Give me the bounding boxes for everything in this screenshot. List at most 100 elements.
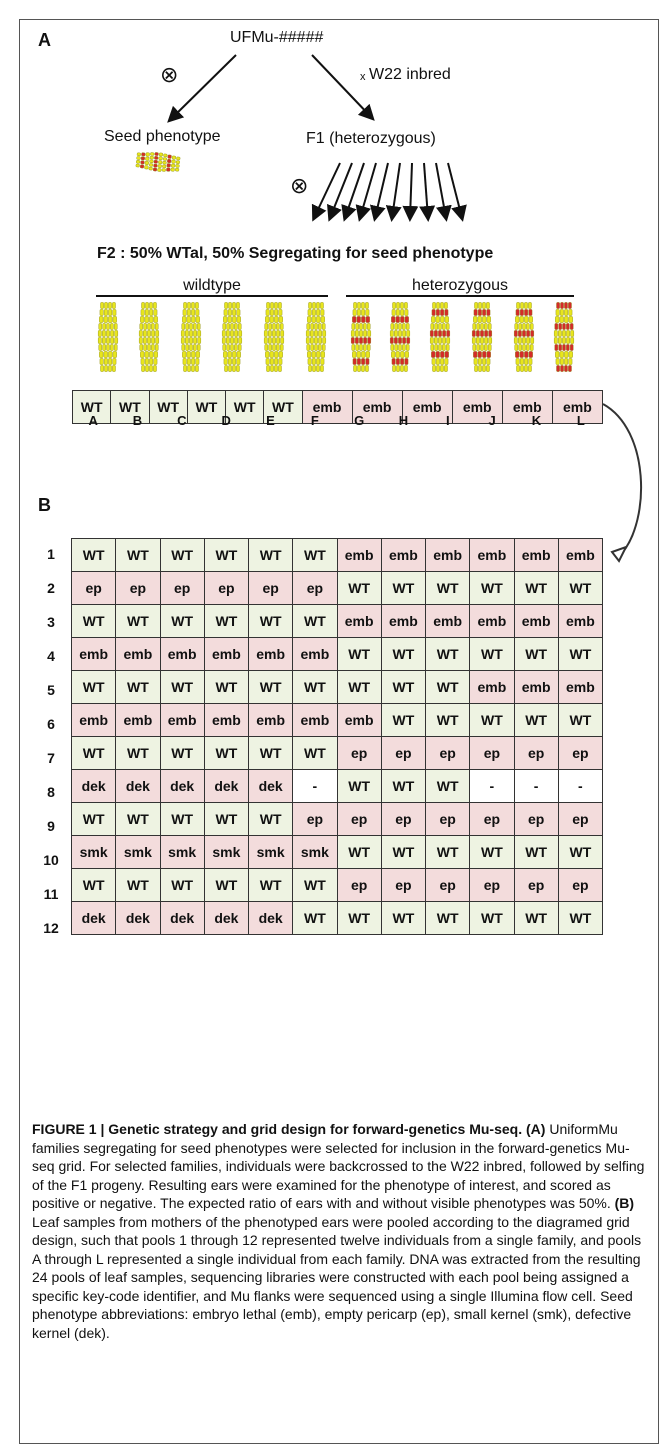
grid-cell: WT xyxy=(203,736,250,770)
kernel xyxy=(149,358,154,365)
grid-cell: WT xyxy=(247,538,294,572)
kernel xyxy=(435,358,440,365)
heterozygous-group-label: heterozygous xyxy=(411,277,509,294)
row-header: 3 xyxy=(47,614,55,630)
kernel xyxy=(223,351,228,358)
grid-cell: emb xyxy=(513,538,559,572)
strip-cell: emb xyxy=(551,390,604,424)
kernel xyxy=(149,316,154,323)
kernel xyxy=(404,309,409,316)
kernel xyxy=(440,365,444,372)
kernel xyxy=(166,167,171,172)
kernel xyxy=(363,337,367,344)
grid-cell: WT xyxy=(70,670,117,704)
kernel xyxy=(314,330,318,337)
grid-cell: ep xyxy=(292,802,338,836)
row-header: 9 xyxy=(47,818,55,834)
kernel xyxy=(318,330,322,337)
kernel xyxy=(113,344,118,351)
grid-cell: WT xyxy=(292,538,338,572)
kernel xyxy=(524,309,529,316)
kernel xyxy=(320,351,325,358)
kernel xyxy=(278,309,283,316)
kernel xyxy=(564,302,568,309)
kernel xyxy=(153,163,158,168)
grid-cell: emb xyxy=(557,604,604,638)
wildtype-ear xyxy=(97,302,119,372)
kernel xyxy=(480,344,484,351)
kernel xyxy=(232,351,237,358)
column-header: J xyxy=(488,413,496,428)
grid-cell: WT xyxy=(513,835,559,869)
kernel xyxy=(570,330,575,337)
column-header: K xyxy=(531,413,542,428)
kernel xyxy=(473,309,478,316)
kernel xyxy=(110,337,114,344)
kernel xyxy=(280,337,285,344)
wildtype-group-line xyxy=(96,295,328,297)
kernel xyxy=(516,302,520,309)
kernel xyxy=(445,323,450,330)
kernel xyxy=(145,302,149,309)
kernel xyxy=(234,323,238,330)
kernel xyxy=(444,358,449,365)
grid-cell: ep xyxy=(159,571,205,605)
grid-cell: WT xyxy=(70,604,117,638)
grid-cell: smk xyxy=(292,835,338,869)
kernel xyxy=(562,330,566,337)
kernel xyxy=(316,351,321,358)
grid-cell: emb xyxy=(469,538,515,572)
kernel xyxy=(265,309,270,316)
kernel xyxy=(274,358,279,365)
f1-label: F1 (heterozygous) xyxy=(306,130,436,147)
kernel xyxy=(110,344,114,351)
kernel xyxy=(528,302,532,309)
kernel xyxy=(195,302,199,309)
kernel xyxy=(103,316,108,323)
cross-arrow xyxy=(341,162,365,222)
kernel xyxy=(482,316,487,323)
kernel xyxy=(186,316,191,323)
kernel xyxy=(522,344,526,351)
grid-cell: emb xyxy=(203,637,250,671)
kernel xyxy=(139,344,144,351)
grid-cell: WT xyxy=(557,637,604,671)
kernel xyxy=(232,358,237,365)
kernel xyxy=(108,365,112,372)
grid-cell: WT xyxy=(336,835,382,869)
strip-cell: WT xyxy=(110,390,150,424)
kernel xyxy=(321,323,326,330)
grid-cell: WT xyxy=(557,703,604,737)
figure-caption: FIGURE 1 | Genetic strategy and grid des… xyxy=(32,1120,647,1342)
kernel xyxy=(352,358,357,365)
kernel xyxy=(307,309,312,316)
kernel xyxy=(430,344,435,351)
grid-cell: WT xyxy=(203,604,250,638)
kernel xyxy=(144,165,149,170)
kernel xyxy=(440,351,445,358)
kernel xyxy=(430,323,435,330)
kernel xyxy=(355,344,359,351)
kernel xyxy=(154,152,159,156)
kernel xyxy=(350,330,355,337)
grid-cell: - xyxy=(513,769,559,803)
cross-arrow xyxy=(419,162,436,222)
kernel xyxy=(158,160,163,165)
kernel xyxy=(278,302,282,309)
kernel xyxy=(322,337,327,344)
grid-cell: WT xyxy=(159,670,205,704)
grid-cell: WT xyxy=(247,736,294,770)
kernel xyxy=(234,344,238,351)
grid-cell: emb xyxy=(70,703,117,737)
kernel xyxy=(528,358,533,365)
kernel xyxy=(363,344,367,351)
kernel xyxy=(276,323,280,330)
kernel xyxy=(395,351,400,358)
kernel xyxy=(514,323,519,330)
kernel xyxy=(163,153,168,158)
kernel xyxy=(140,156,145,161)
kernel xyxy=(234,337,238,344)
grid-cell: emb xyxy=(380,538,427,572)
kernel xyxy=(476,323,480,330)
grid-cell: WT xyxy=(336,571,382,605)
